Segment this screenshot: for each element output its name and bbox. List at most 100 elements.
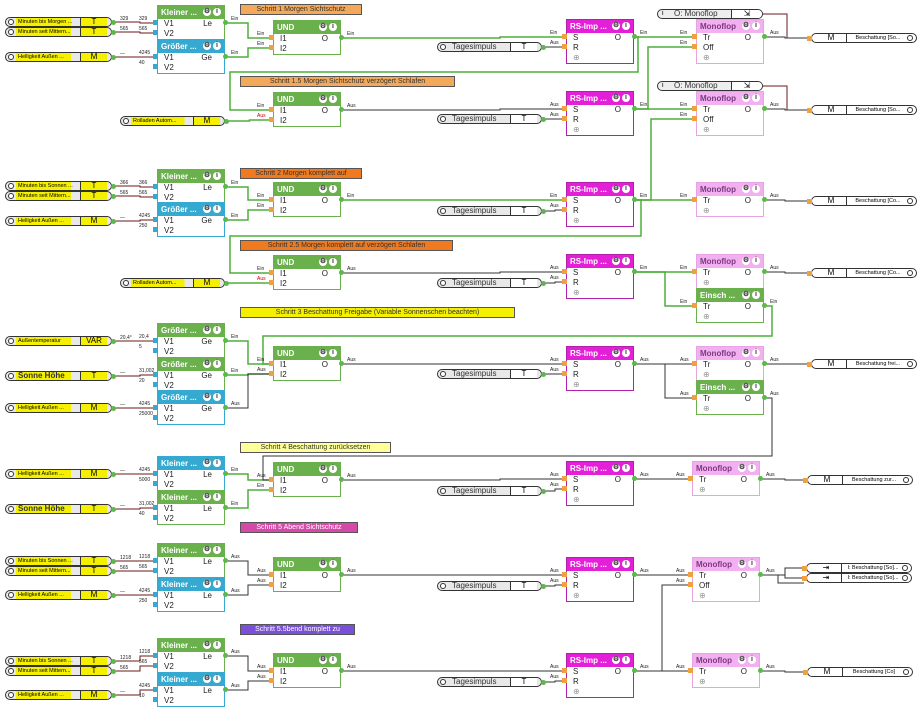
- input-port-connector[interactable]: [269, 280, 274, 285]
- input-port-connector[interactable]: [153, 20, 158, 25]
- gear-icon[interactable]: ⚙: [742, 22, 750, 30]
- info-icon[interactable]: i: [213, 360, 221, 368]
- input-port-connector[interactable]: [153, 558, 158, 563]
- output-port-connector[interactable]: [632, 106, 637, 111]
- info-icon[interactable]: i: [329, 23, 337, 31]
- gear-icon[interactable]: ⚙: [319, 23, 327, 31]
- input-port-connector[interactable]: [807, 36, 812, 41]
- gear-icon[interactable]: [440, 280, 446, 286]
- gear-icon[interactable]: ⚙: [742, 257, 750, 265]
- info-icon[interactable]: i: [622, 22, 630, 30]
- input-port-connector[interactable]: [562, 572, 567, 577]
- input-port-connector[interactable]: [562, 207, 567, 212]
- gear-icon[interactable]: [907, 270, 913, 276]
- info-icon[interactable]: i: [752, 22, 760, 30]
- gear-icon[interactable]: [907, 107, 913, 113]
- info-icon[interactable]: i: [329, 560, 337, 568]
- info-icon[interactable]: i: [622, 560, 630, 568]
- input-port-connector[interactable]: [269, 197, 274, 202]
- gear-icon[interactable]: ⚙: [319, 95, 327, 103]
- input-port-connector[interactable]: [562, 116, 567, 121]
- gear-icon[interactable]: ⚙: [612, 349, 620, 357]
- output-port-connector[interactable]: [339, 668, 344, 673]
- plus-icon[interactable]: ⊕: [573, 216, 580, 225]
- output-port-connector[interactable]: [762, 303, 767, 308]
- gear-icon[interactable]: ⚙: [738, 560, 746, 568]
- plus-icon[interactable]: ⊕: [699, 591, 706, 600]
- input-port-connector[interactable]: [269, 361, 274, 366]
- input-port-connector[interactable]: [562, 34, 567, 39]
- gear-icon[interactable]: [8, 568, 14, 574]
- input-port-connector[interactable]: [807, 108, 812, 113]
- input-port-connector[interactable]: [269, 107, 274, 112]
- input-port-connector[interactable]: [269, 35, 274, 40]
- output-port-connector[interactable]: [632, 476, 637, 481]
- gear-icon[interactable]: [902, 565, 908, 571]
- input-helligkeit[interactable]: Helligkeit Außen ...M: [5, 52, 112, 62]
- output-port-connector[interactable]: [762, 395, 767, 400]
- output-port-connector[interactable]: [632, 34, 637, 39]
- output-port-connector[interactable]: [541, 281, 546, 286]
- input-port-connector[interactable]: [692, 361, 697, 366]
- output-port-connector[interactable]: [223, 558, 228, 563]
- output-port-connector[interactable]: [223, 20, 228, 25]
- output-port-connector[interactable]: [111, 669, 116, 674]
- output-port-connector[interactable]: [632, 269, 637, 274]
- input-port-connector[interactable]: [269, 572, 274, 577]
- info-icon[interactable]: i: [622, 185, 630, 193]
- input-port-connector[interactable]: [562, 668, 567, 673]
- info-icon[interactable]: i: [622, 349, 630, 357]
- info-icon[interactable]: i: [752, 185, 760, 193]
- gear-icon[interactable]: [440, 44, 446, 50]
- input-port-connector[interactable]: [153, 54, 158, 59]
- gear-icon[interactable]: ⚙: [738, 656, 746, 664]
- info-icon[interactable]: i: [752, 291, 760, 299]
- input-port-connector[interactable]: [269, 477, 274, 482]
- input-port-connector[interactable]: [269, 582, 274, 587]
- gear-icon[interactable]: [440, 208, 446, 214]
- output-port-connector[interactable]: [111, 194, 116, 199]
- input-port-connector[interactable]: [562, 279, 567, 284]
- input-port-connector[interactable]: [153, 653, 158, 658]
- gear-icon[interactable]: ⚙: [319, 258, 327, 266]
- input-port-connector[interactable]: [153, 348, 158, 353]
- input-port-connector[interactable]: [153, 568, 158, 573]
- einschaltverzoegerung-block-add-input[interactable]: ⊕: [697, 404, 763, 414]
- input-minuten[interactable]: Minuten bis Sonnen ...T: [5, 181, 112, 191]
- input-port-connector[interactable]: [562, 361, 567, 366]
- plus-icon[interactable]: ⊕: [703, 404, 710, 413]
- input-port-connector[interactable]: [562, 44, 567, 49]
- output-port-connector[interactable]: [339, 477, 344, 482]
- gear-icon[interactable]: [8, 668, 14, 674]
- plus-icon[interactable]: ⊕: [703, 53, 710, 62]
- input-port-connector[interactable]: [269, 270, 274, 275]
- info-icon[interactable]: i: [752, 383, 760, 391]
- input-port-connector[interactable]: [803, 478, 808, 483]
- output-port-connector[interactable]: [111, 569, 116, 574]
- output-port-connector[interactable]: [223, 372, 228, 377]
- gear-icon[interactable]: ⚙: [203, 205, 211, 213]
- info-icon[interactable]: i: [213, 326, 221, 334]
- info-icon[interactable]: i: [622, 257, 630, 265]
- rs-impulse-block-add-input[interactable]: ⊕: [567, 380, 633, 390]
- input-port-connector[interactable]: [153, 217, 158, 222]
- output-port-connector[interactable]: [762, 34, 767, 39]
- plus-icon[interactable]: ⊕: [703, 206, 710, 215]
- gear-icon[interactable]: ⚙: [203, 493, 211, 501]
